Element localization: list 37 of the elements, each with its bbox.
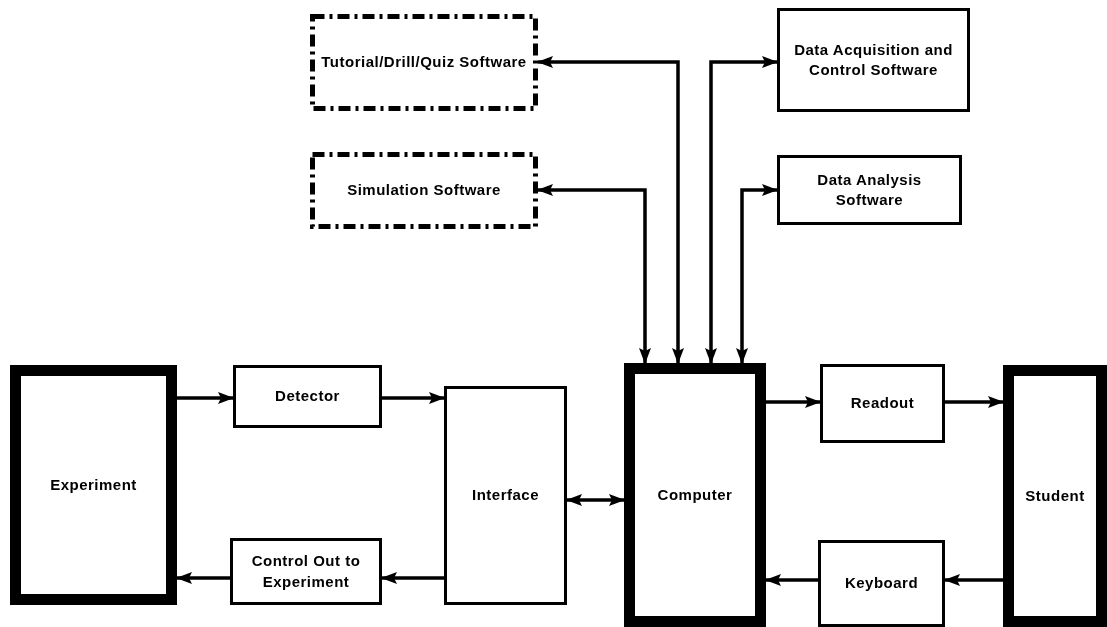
process-box [820,364,945,443]
box-label: Keyboard [844,573,919,594]
arrow [945,396,1004,408]
arrow [176,572,230,584]
arrow [537,184,651,364]
process-box [818,540,945,627]
arrow [177,392,234,404]
box-label: Experiment [50,474,137,495]
process-box [444,386,567,605]
arrow [766,396,821,408]
arrow [566,494,625,506]
arrow [537,56,684,364]
box-label: Interface [472,485,539,506]
box-label: Control Out to Experiment [250,551,362,592]
box-label: Readout [850,393,915,414]
process-box [230,538,382,605]
arrow [382,392,445,404]
process-box [233,365,382,428]
process-box [777,155,962,225]
arrow [736,184,778,364]
box-label: Simulation Software [347,180,501,201]
arrow [381,572,444,584]
main-block [1003,365,1107,627]
main-block [10,365,177,605]
box-label: Data Acquisition and Control Software [793,39,954,80]
box-label: Student [1025,485,1085,506]
box-label: Computer [657,484,733,505]
box-label: Detector [275,386,340,407]
main-block [624,363,766,627]
arrow [765,574,818,586]
arrow [705,56,778,364]
software-box [310,152,538,229]
arrow [944,574,1003,586]
process-box [777,8,970,112]
box-label: Tutorial/Drill/Quiz Software [321,52,527,73]
box-label: Data Analysis Software [816,169,923,210]
software-box [310,14,538,111]
